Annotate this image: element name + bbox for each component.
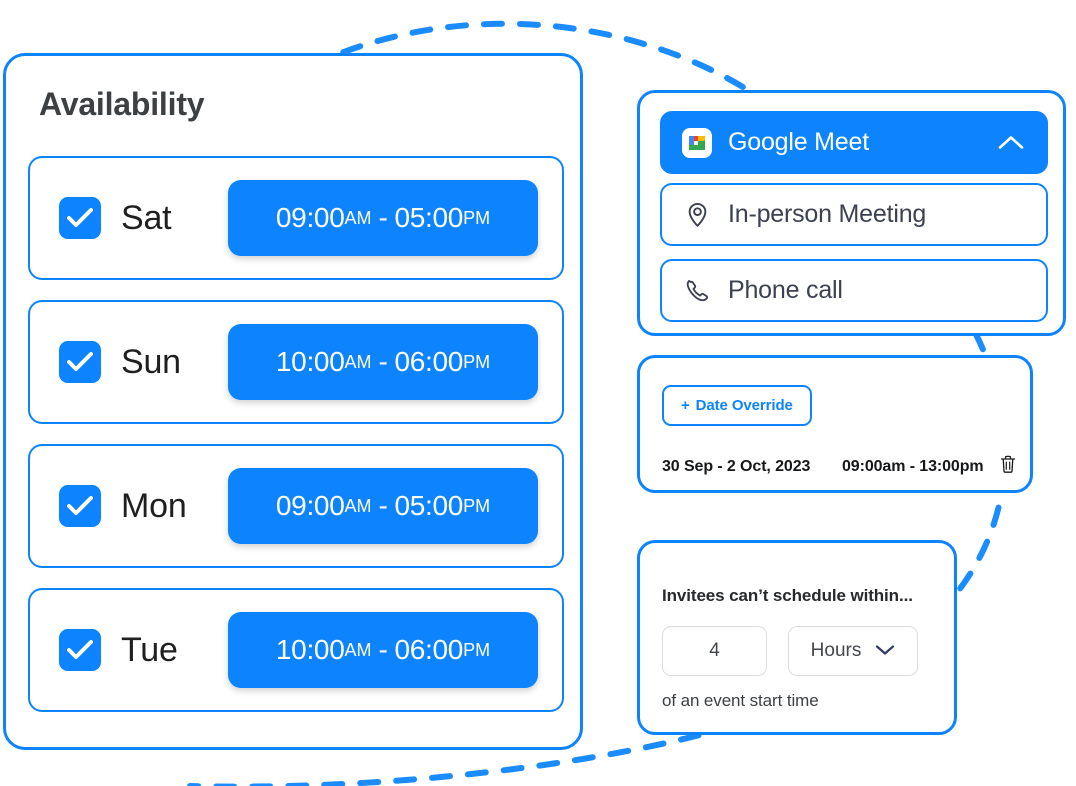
end-time-tue: 06:00 bbox=[394, 634, 464, 665]
day-checkbox-sat[interactable] bbox=[59, 197, 101, 239]
buffer-footer-text: of an event start time bbox=[662, 691, 819, 710]
day-label-mon: Mon bbox=[121, 486, 187, 525]
start-time-mon: 09:00 bbox=[275, 490, 345, 521]
buffer-unit-value: Hours bbox=[810, 640, 862, 661]
phone-icon bbox=[682, 276, 712, 306]
buffer-time-card: Invitees can’t schedule within... Hours … bbox=[637, 540, 957, 735]
day-checkbox-sun[interactable] bbox=[59, 341, 101, 383]
end-period-tue: PM bbox=[463, 639, 491, 660]
start-time-sun: 10:00 bbox=[275, 346, 345, 377]
override-time-range: 09:00am - 13:00pm bbox=[842, 457, 984, 475]
location-option-google-meet[interactable]: Google Meet bbox=[660, 111, 1048, 174]
override-date-range: 30 Sep - 2 Oct, 2023 bbox=[662, 457, 811, 475]
start-period-sat: AM bbox=[344, 207, 372, 228]
chevron-down-icon bbox=[875, 640, 895, 662]
end-period-sun: PM bbox=[463, 351, 491, 372]
start-time-sat: 09:00 bbox=[275, 202, 345, 233]
date-override-entry: 30 Sep - 2 Oct, 2023 09:00am - 13:00pm bbox=[662, 454, 1017, 479]
location-options-panel: Google Meet In-person Meeting bbox=[637, 90, 1066, 336]
chevron-up-icon[interactable] bbox=[998, 128, 1024, 157]
check-icon bbox=[67, 640, 93, 659]
add-date-override-label: Date Override bbox=[695, 397, 793, 414]
plus-icon: + bbox=[681, 397, 690, 414]
check-icon bbox=[67, 496, 93, 515]
check-icon bbox=[67, 352, 93, 371]
buffer-unit-select[interactable]: Hours bbox=[788, 626, 918, 676]
google-meet-icon bbox=[682, 127, 712, 158]
location-option-label: In-person Meeting bbox=[728, 200, 927, 228]
buffer-label: Invitees can’t schedule within... bbox=[662, 586, 913, 605]
location-option-in-person[interactable]: In-person Meeting bbox=[660, 183, 1048, 246]
location-pin-icon bbox=[682, 200, 712, 230]
page-title: Availability bbox=[39, 86, 205, 122]
end-time-mon: 05:00 bbox=[394, 490, 464, 521]
start-period-tue: AM bbox=[344, 639, 372, 660]
start-period-mon: AM bbox=[344, 495, 372, 516]
date-override-card: + Date Override 30 Sep - 2 Oct, 2023 09:… bbox=[637, 355, 1033, 493]
trash-icon[interactable] bbox=[999, 454, 1017, 479]
end-time-sun: 06:00 bbox=[394, 346, 464, 377]
range-separator-tue: - bbox=[378, 634, 388, 665]
day-label-sat: Sat bbox=[121, 198, 172, 237]
start-time-tue: 10:00 bbox=[275, 634, 345, 665]
range-separator-sun: - bbox=[378, 346, 388, 377]
day-checkbox-tue[interactable] bbox=[59, 629, 101, 671]
start-period-sun: AM bbox=[344, 351, 372, 372]
buffer-amount-input[interactable] bbox=[662, 626, 767, 676]
check-icon bbox=[67, 208, 93, 227]
end-period-sat: PM bbox=[463, 207, 491, 228]
end-period-mon: PM bbox=[463, 495, 491, 516]
day-label-tue: Tue bbox=[121, 630, 178, 669]
day-checkbox-mon[interactable] bbox=[59, 485, 101, 527]
location-option-label: Google Meet bbox=[728, 128, 869, 156]
end-time-sat: 05:00 bbox=[394, 202, 464, 233]
range-separator-sat: - bbox=[378, 202, 388, 233]
range-separator-mon: - bbox=[378, 490, 388, 521]
day-label-sun: Sun bbox=[121, 342, 181, 381]
location-option-label: Phone call bbox=[728, 276, 843, 304]
add-date-override-button[interactable]: + Date Override bbox=[662, 385, 812, 426]
location-option-phone-call[interactable]: Phone call bbox=[660, 259, 1048, 322]
